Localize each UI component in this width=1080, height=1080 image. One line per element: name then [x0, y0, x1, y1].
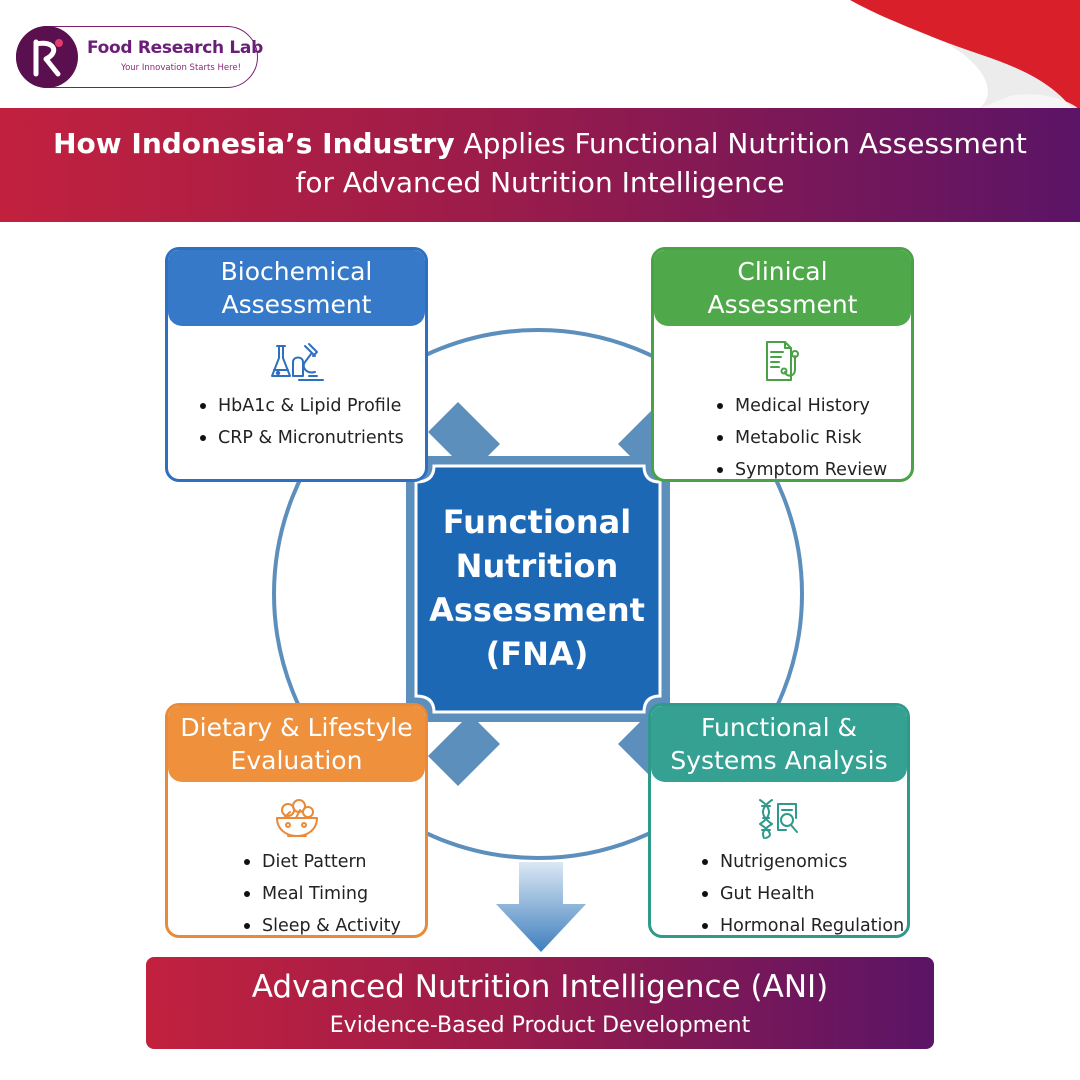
ani-title: Advanced Nutrition Intelligence (ANI) — [251, 969, 829, 1005]
clinical-list: Medical History Metabolic Risk Symptom R… — [717, 390, 911, 479]
ani-subtitle: Evidence-Based Product Development — [329, 1013, 751, 1038]
connector-bottom-left — [428, 714, 500, 786]
list-item: Sleep & Activity — [244, 910, 425, 935]
card-biochemical-assessment: Biochemical Assessment HbA1c & Lipid Pro… — [165, 247, 428, 482]
card-dietary-lifestyle-evaluation: Dietary & Lifestyle Evaluation Diet Patt… — [165, 703, 428, 938]
brand-tagline: Your Innovation Starts Here! — [121, 63, 242, 73]
list-item: Meal Timing — [244, 878, 425, 910]
list-item: HbA1c & Lipid Profile — [200, 390, 425, 422]
title-rest-part: Applies Functional Nutrition Assessment — [454, 127, 1027, 160]
title-band — [0, 108, 1080, 222]
center-box-inner — [414, 464, 662, 714]
list-item: Metabolic Risk — [717, 422, 911, 454]
outer-ring — [272, 328, 804, 860]
dietary-list: Diet Pattern Meal Timing Sleep & Activit… — [244, 846, 425, 935]
card-title: Functional & Systems Analysis — [651, 706, 907, 782]
list-item: Gut Health — [702, 878, 907, 910]
ani-result-band: Advanced Nutrition Intelligence (ANI) Ev… — [146, 957, 934, 1049]
brand-logo: Food Research Lab Your Innovation Starts… — [15, 25, 263, 88]
card-title: Biochemical Assessment — [168, 250, 425, 326]
list-item: Medical History — [717, 390, 911, 422]
logo-mark-icon — [15, 25, 78, 88]
list-item: CRP & Micronutrients — [200, 422, 425, 454]
title-line-2: for Advanced Nutrition Intelligence — [295, 166, 785, 199]
card-title: Clinical Assessment — [654, 250, 911, 326]
center-fna-label: Functional Nutrition Assessment (FNA) — [429, 503, 645, 673]
list-item: Diet Pattern — [244, 846, 425, 878]
card-functional-systems-analysis: Functional & Systems Analysis Nutrigenom… — [648, 703, 910, 938]
medical-report-stethoscope-icon — [765, 341, 799, 381]
card-title: Dietary & Lifestyle Evaluation — [168, 706, 425, 782]
list-item: Hormonal Regulation — [702, 910, 907, 935]
biochemical-list: HbA1c & Lipid Profile CRP & Micronutrien… — [200, 390, 425, 454]
down-arrow — [496, 862, 586, 952]
list-item: Nutrigenomics — [702, 846, 907, 878]
dna-magnifier-icon — [759, 799, 798, 839]
functional-list: Nutrigenomics Gut Health Hormonal Regula… — [702, 846, 907, 935]
lab-microscope-icon — [270, 343, 324, 381]
list-item: Symptom Review — [717, 454, 911, 479]
page-title: How Indonesia’s Industry Applies Functio… — [0, 124, 1080, 202]
salad-bowl-icon — [275, 799, 318, 837]
title-bold-part: How Indonesia’s Industry — [53, 127, 455, 160]
card-clinical-assessment: Clinical Assessment Medical History Meta… — [651, 247, 914, 482]
brand-name: Food Research Lab — [87, 38, 263, 58]
